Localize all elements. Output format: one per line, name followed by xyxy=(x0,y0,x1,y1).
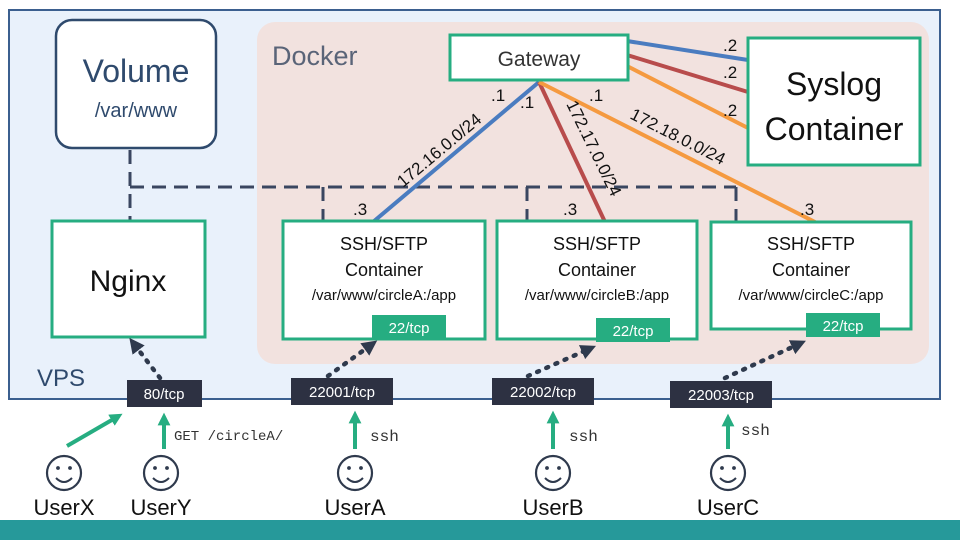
host-port-22002-label: 22002/tcp xyxy=(510,384,576,401)
gateway-label: Gateway xyxy=(498,48,581,71)
syslog-line2: Container xyxy=(765,111,904,147)
user-label: UserB xyxy=(522,495,583,520)
user-label: UserX xyxy=(33,495,94,520)
container-a-line1: SSH/SFTP xyxy=(340,234,428,254)
footer-bar xyxy=(0,520,960,540)
host-port-80 xyxy=(127,380,202,407)
container-b-port-box xyxy=(596,318,670,342)
forward-arrow-a xyxy=(325,340,378,379)
gateway-box xyxy=(448,33,630,82)
net-line-circleB xyxy=(537,81,607,223)
host-port-22001-label: 22001/tcp xyxy=(309,384,375,401)
nginx-box xyxy=(50,219,207,339)
volume-mount-lines xyxy=(128,150,738,221)
user-label: UserA xyxy=(324,495,385,520)
forward-arrow-nginx xyxy=(129,337,163,381)
syslog-line-blue xyxy=(626,39,749,62)
container-c-box xyxy=(709,220,913,331)
container-b-line2: Container xyxy=(558,260,636,280)
container-ip-2: .3 xyxy=(563,200,577,219)
ssh-label-b: ssh xyxy=(569,428,598,446)
container-b-mount: /var/www/circleB:/app xyxy=(525,287,669,304)
forward-arrow-b xyxy=(525,345,596,379)
user-label: UserY xyxy=(130,495,191,520)
volume-path: /var/www xyxy=(95,100,178,122)
user-x: UserX xyxy=(33,454,95,520)
ssh-label-c: ssh xyxy=(741,422,770,440)
host-port-22003-label: 22003/tcp xyxy=(688,387,754,404)
user-c: UserC xyxy=(697,454,759,520)
syslog-line1: Syslog xyxy=(786,66,882,102)
syslog-ip-2: .2 xyxy=(723,63,737,82)
host-port-22003 xyxy=(670,381,772,408)
container-a-port-box xyxy=(372,315,446,339)
syslog-line-red xyxy=(626,53,749,94)
container-c-mount: /var/www/circleC:/app xyxy=(738,287,883,304)
volume-title: Volume xyxy=(83,53,190,89)
container-c-port-box xyxy=(806,313,880,337)
smiley-icon xyxy=(534,454,572,492)
container-a-line2: Container xyxy=(345,260,423,280)
gateway-ip-3: .1 xyxy=(589,86,603,105)
container-a-mount: /var/www/circleA:/app xyxy=(312,287,456,304)
container-ip-1: .3 xyxy=(353,200,367,219)
net-line-circleC xyxy=(538,80,816,224)
container-c-line2: Container xyxy=(772,260,850,280)
syslog-ip-3: .2 xyxy=(723,101,737,120)
docker-label: Docker xyxy=(272,41,358,71)
volume-box xyxy=(54,18,218,150)
ssh-label-a: ssh xyxy=(370,428,399,446)
vps-label: VPS xyxy=(37,365,85,392)
forward-arrow-c xyxy=(722,340,806,381)
smiley-icon xyxy=(709,454,747,492)
syslog-ip-1: .2 xyxy=(723,36,737,55)
nginx-label: Nginx xyxy=(90,265,167,298)
container-ip-3: .3 xyxy=(800,200,814,219)
user-label: UserC xyxy=(697,495,759,520)
host-port-80-label: 80/tcp xyxy=(144,386,185,403)
syslog-line-orange xyxy=(626,64,749,130)
host-port-22001 xyxy=(291,378,393,405)
http-request-label: GET /circleA/ xyxy=(174,429,283,445)
container-a-port: 22/tcp xyxy=(389,320,430,337)
host-port-22002 xyxy=(492,378,594,405)
smiley-icon xyxy=(142,454,180,492)
gateway-ip-2: .1 xyxy=(520,93,534,112)
smiley-icon xyxy=(45,454,83,492)
syslog-box xyxy=(746,36,922,167)
container-b-port: 22/tcp xyxy=(613,323,654,340)
user-y: UserY xyxy=(130,454,192,520)
smiley-icon xyxy=(336,454,374,492)
user-b: UserB xyxy=(522,454,584,520)
user-a: UserA xyxy=(324,454,386,520)
net-line-circleA xyxy=(371,80,541,224)
container-c-port: 22/tcp xyxy=(823,318,864,335)
container-b-line1: SSH/SFTP xyxy=(553,234,641,254)
container-c-line1: SSH/SFTP xyxy=(767,234,855,254)
request-arrow-userx xyxy=(65,413,123,448)
gateway-ip-1: .1 xyxy=(491,86,505,105)
